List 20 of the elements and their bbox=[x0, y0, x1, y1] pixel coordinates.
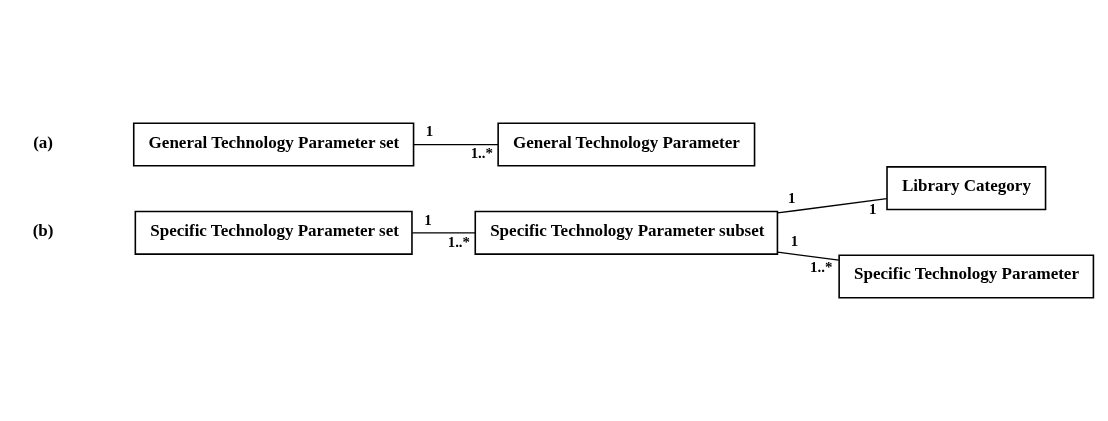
label: 1 bbox=[790, 233, 799, 250]
node-box: Specific Technology Parameter subset bbox=[474, 210, 779, 255]
label: 1..* bbox=[447, 233, 471, 250]
node-box: General Technology Parameter bbox=[497, 122, 756, 167]
label: 1 bbox=[425, 123, 434, 140]
connector bbox=[776, 251, 840, 261]
label: 1 bbox=[787, 189, 796, 206]
connector bbox=[776, 197, 888, 214]
connector bbox=[411, 232, 476, 234]
node-box: General Technology Parameter set bbox=[132, 122, 415, 167]
label: 1 bbox=[868, 201, 877, 218]
node-box: Specific Technology Parameter set bbox=[134, 210, 413, 255]
connector bbox=[413, 143, 499, 146]
label: 1..* bbox=[810, 258, 833, 275]
label: 1..* bbox=[470, 145, 493, 162]
label: (a) bbox=[33, 132, 54, 152]
node-box: Specific Technology Parameter bbox=[838, 254, 1095, 299]
label: (b) bbox=[32, 220, 54, 240]
label: 1 bbox=[424, 211, 432, 228]
node-box: Library Category bbox=[886, 166, 1047, 211]
